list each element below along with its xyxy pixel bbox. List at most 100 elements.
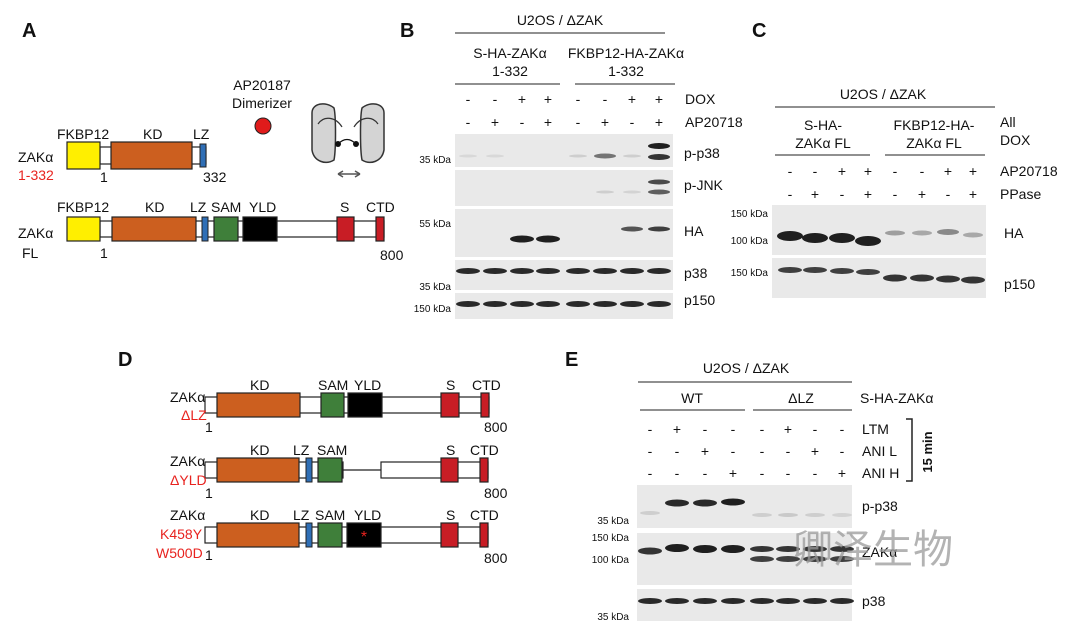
condition-sign: +	[811, 186, 819, 202]
blot-label: ZAKα	[862, 544, 897, 560]
condition-sign: +	[655, 91, 663, 107]
panel-letter-b: B	[400, 20, 414, 42]
blot-p-p38	[455, 134, 673, 167]
mw-marker: 100 kDa	[592, 555, 630, 566]
lz-domain	[305, 457, 313, 483]
dimerizer-dot-icon	[254, 117, 272, 135]
condition-sign: -	[648, 421, 653, 437]
yld-domain	[346, 522, 382, 548]
time-label: 15 min	[920, 431, 935, 472]
blot-band	[830, 598, 854, 604]
panel-letter-c: C	[752, 20, 766, 42]
condition-sign: -	[840, 186, 845, 202]
condition-sign: -	[893, 186, 898, 202]
blot-band	[665, 499, 689, 507]
blot-band	[596, 190, 614, 194]
s-domain	[336, 216, 355, 242]
condition-sign: -	[813, 465, 818, 481]
domain-label-kd: KD	[145, 199, 164, 215]
domain-label-yld: YLD	[249, 199, 276, 215]
blot-background	[455, 134, 673, 167]
domain-label-yld: YLD	[354, 507, 381, 523]
blot-band	[647, 301, 671, 307]
domain-label-lz: LZ	[193, 126, 210, 142]
condition-sign: +	[628, 91, 636, 107]
blot-band	[885, 230, 905, 236]
blot-label: HA	[684, 223, 704, 239]
panel-a: A AP20187 Dimerizer FKBP12 KD LZ ZAKα	[18, 20, 404, 263]
condition-label: AP20718	[1000, 163, 1058, 179]
group1-line1: S-HA-	[804, 117, 842, 133]
yld-domain	[242, 216, 278, 242]
time-bracket	[906, 418, 913, 482]
blot-band	[856, 269, 880, 275]
condition-sign: -	[731, 421, 736, 437]
dox-label: DOX	[1000, 132, 1031, 148]
blot-HA	[455, 209, 673, 257]
condition-sign: -	[920, 163, 925, 179]
blot-label: p150	[684, 292, 715, 308]
blot-label: p-p38	[684, 145, 720, 161]
blot-band	[593, 301, 617, 307]
blot-band	[510, 301, 534, 307]
blot-band	[750, 598, 774, 604]
condition-sign: +	[701, 443, 709, 459]
condition-sign: -	[786, 465, 791, 481]
blot-band	[721, 498, 745, 506]
mutation-mark: *	[361, 529, 367, 546]
blot-background	[455, 260, 673, 290]
kinase-domain	[216, 522, 300, 548]
panel-letter-e: E	[565, 349, 578, 371]
start-residue: 1	[100, 169, 108, 185]
blot-band	[569, 154, 587, 158]
construct-sub: FL	[22, 245, 39, 261]
s-domain	[440, 392, 460, 418]
blot-band	[803, 556, 827, 562]
domain-label-s: S	[340, 199, 349, 215]
panel-letter-d: D	[118, 349, 132, 371]
group-wt: WT	[681, 390, 703, 406]
blot-band	[721, 545, 745, 553]
construct-zak-fl: FKBP12 KD LZ SAM YLD S CTD ZAKα FL 1 800	[18, 199, 404, 263]
group1-line2: ZAKα FL	[795, 135, 851, 151]
condition-sign: -	[576, 91, 581, 107]
panel-e-condition-rows: -+---+--LTM--+---+-ANI L---+---+ANI H	[648, 421, 900, 481]
condition-sign: -	[788, 163, 793, 179]
construct-sub-line1: K458Y	[160, 526, 203, 542]
blot-ZAKa	[637, 533, 854, 585]
panel-b: B U2OS / ΔZAK S-HA-ZAKα 1-332 FKBP12-HA-…	[400, 12, 743, 319]
start-residue: 1	[205, 485, 213, 501]
blot-band	[777, 231, 803, 241]
blot-band	[752, 513, 772, 517]
blot-band	[623, 154, 641, 158]
panel-b-title: U2OS / ΔZAK	[517, 12, 604, 28]
domain-label-kd: KD	[143, 126, 162, 142]
all-label: All	[1000, 114, 1016, 130]
blot-band	[593, 268, 617, 274]
condition-sign: -	[893, 163, 898, 179]
blot-band	[937, 229, 959, 235]
blot-band	[623, 190, 641, 194]
start-residue: 1	[205, 419, 213, 435]
blot-band	[483, 301, 507, 307]
s-domain	[440, 457, 459, 483]
mw-marker: 35 kDa	[419, 155, 451, 166]
condition-sign: +	[969, 186, 977, 202]
group2-line2: ZAKα FL	[906, 135, 962, 151]
ctd-domain	[375, 216, 385, 242]
panel-c-condition-rows: --++--++AP20718-+-+-+-+PPase	[788, 163, 1058, 202]
condition-sign: -	[648, 465, 653, 481]
blot-band	[648, 189, 670, 195]
condition-sign: +	[655, 114, 663, 130]
blot-band	[693, 598, 717, 604]
blot-band	[536, 301, 560, 307]
mw-marker: 55 kDa	[419, 219, 451, 230]
sam-domain	[213, 216, 239, 242]
ctd-domain	[480, 392, 490, 418]
construct-name: ZAKα	[18, 149, 53, 165]
blot-band	[648, 154, 670, 160]
lz-domain	[305, 522, 313, 548]
